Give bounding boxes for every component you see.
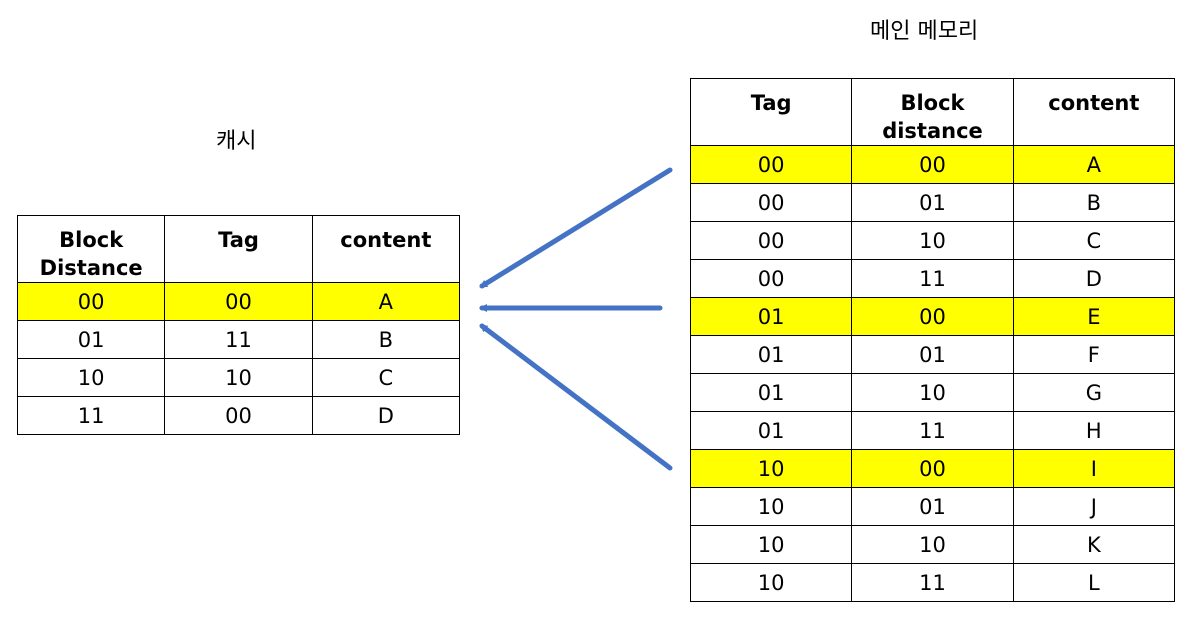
memory-header-content: content — [1012, 78, 1176, 146]
memory-cell: D — [1012, 259, 1176, 298]
memory-cell: 01 — [851, 183, 1014, 222]
memory-cell: 01 — [689, 297, 853, 336]
memory-cell: 01 — [689, 411, 853, 450]
memory-cell: 00 — [851, 449, 1014, 488]
memory-cell: H — [1012, 411, 1176, 450]
memory-cell: 01 — [851, 487, 1014, 526]
cache-cell: D — [311, 396, 461, 435]
memory-cell: I — [1012, 449, 1176, 488]
memory-cell: K — [1012, 525, 1176, 564]
memory-cell: 10 — [689, 525, 853, 564]
memory-cell: L — [1012, 563, 1176, 602]
memory-cell: 01 — [851, 335, 1014, 374]
arrow-row-00-to-cache — [479, 167, 673, 289]
cache-header-content: content — [311, 215, 461, 283]
cache-cell: 01 — [16, 320, 166, 359]
memory-cell: 00 — [851, 297, 1014, 336]
cache-cell: 00 — [16, 282, 166, 321]
memory-cell: 00 — [689, 259, 853, 298]
cache-cell: 10 — [164, 358, 313, 397]
cache-cell: 00 — [164, 282, 313, 321]
cache-cell: 11 — [16, 396, 166, 435]
memory-caption: 메인 메모리 — [870, 19, 979, 44]
cache-header-tag: Tag — [164, 215, 313, 283]
cache-cell: 10 — [16, 358, 166, 397]
memory-cell: 11 — [851, 411, 1014, 450]
memory-cell: 10 — [689, 449, 853, 488]
memory-cell: 10 — [851, 221, 1014, 260]
memory-cell: G — [1012, 373, 1176, 412]
cache-cell: 11 — [164, 320, 313, 359]
memory-header-tag: Tag — [689, 78, 853, 146]
cache-caption: 캐시 — [216, 129, 257, 154]
memory-cell: 00 — [689, 221, 853, 260]
memory-cell: 10 — [689, 563, 853, 602]
cache-cell: A — [311, 282, 461, 321]
memory-cell: F — [1012, 335, 1176, 374]
memory-cell: 10 — [689, 487, 853, 526]
cache-cell: C — [311, 358, 461, 397]
memory-cell: 10 — [851, 525, 1014, 564]
memory-cell: E — [1012, 297, 1176, 336]
memory-cell: 01 — [689, 335, 853, 374]
memory-cell: J — [1012, 487, 1176, 526]
arrow-group — [479, 167, 673, 471]
memory-cell: 01 — [689, 373, 853, 412]
memory-cell: A — [1012, 145, 1176, 184]
cache-cell: B — [311, 320, 461, 359]
memory-cell: 00 — [689, 145, 853, 184]
memory-cell: 00 — [689, 183, 853, 222]
memory-cell: C — [1012, 221, 1176, 260]
memory-cell: 11 — [851, 563, 1014, 602]
memory-cell: B — [1012, 183, 1176, 222]
memory-cell: 00 — [851, 145, 1014, 184]
memory-cell: 11 — [851, 259, 1014, 298]
cache-cell: 00 — [164, 396, 313, 435]
arrow-row-10-to-cache — [479, 323, 673, 471]
memory-cell: 10 — [851, 373, 1014, 412]
